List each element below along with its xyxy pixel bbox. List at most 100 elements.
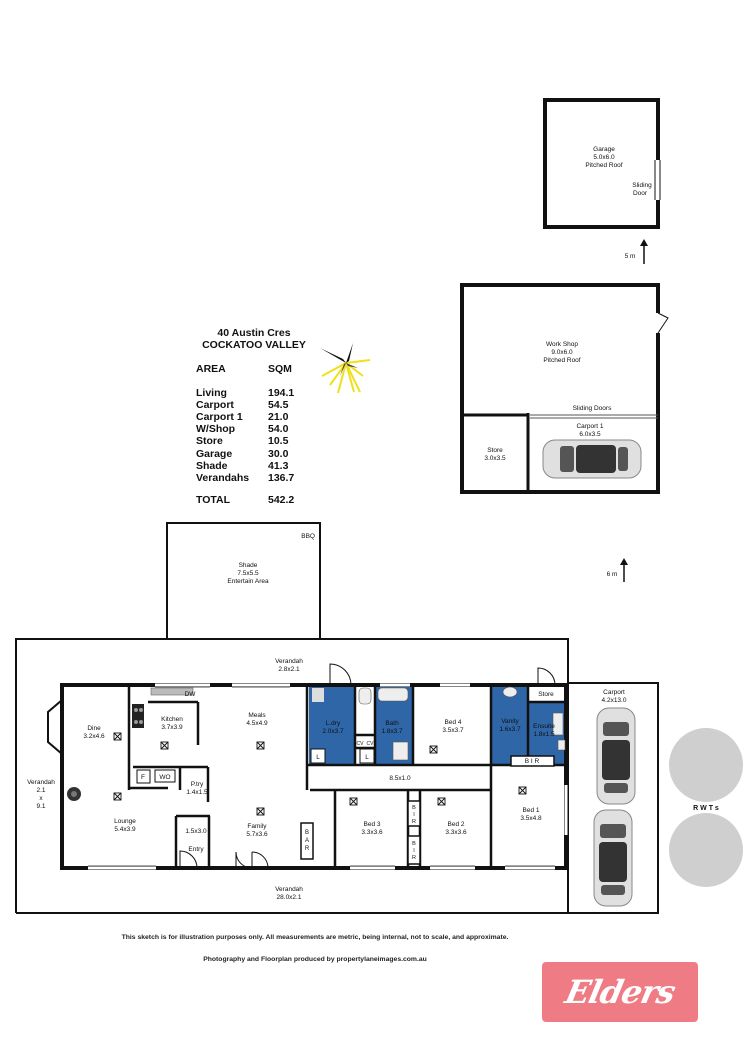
area-row-value: 136.7: [268, 471, 295, 484]
area-header: AREA SQM: [196, 363, 326, 375]
svg-text:B: B: [305, 830, 309, 836]
area-row-value: 54.0: [268, 423, 289, 436]
svg-text:A: A: [305, 838, 309, 844]
garage-door-label: Sliding: [632, 182, 652, 189]
dw-label: DW: [185, 691, 197, 698]
area-row-name: Store: [196, 435, 223, 448]
workshop-name: Work Shop: [546, 341, 578, 348]
car-icon: [593, 809, 633, 907]
area-row-name: W/Shop: [196, 423, 236, 436]
dine-dims: 3.2x4.6: [83, 733, 105, 740]
carport1-name: Carport 1: [576, 423, 603, 430]
carport: Carport 4.2x13.0: [567, 682, 659, 914]
area-total-label: TOTAL: [196, 493, 231, 506]
lounge-name: Lounge: [114, 818, 136, 825]
address-line-1: 40 Austin Cres: [217, 327, 291, 339]
bed4-dims: 3.5x3.7: [442, 727, 464, 734]
svg-text:R: R: [305, 846, 310, 852]
carport-name: Carport: [603, 689, 625, 696]
entry-name: Entry: [188, 846, 204, 853]
bir-vertical-label-2: B I R: [412, 841, 416, 861]
address-line-2: COCKATOO VALLEY: [202, 339, 306, 351]
verandah-top-dims: 2.8x2.1: [278, 666, 300, 673]
workshop-doors-label: Sliding Doors: [573, 405, 612, 412]
family-dims: 5.7x3.6: [246, 831, 268, 838]
laundry-l-label: L: [316, 754, 320, 761]
store-outbuilding-dims: 3.0x3.5: [484, 455, 506, 462]
area-row-name: Carport 1: [196, 411, 243, 424]
vanity-dims: 1.6x3.7: [499, 726, 521, 733]
bath-dims: 1.8x3.7: [381, 728, 403, 735]
area-row: Carport 1 21.0: [196, 411, 326, 423]
scale-mark-middle-label: 6 m: [607, 571, 618, 578]
area-row-name: Verandahs: [196, 471, 250, 484]
svg-text:R: R: [412, 819, 416, 825]
shade-area: BBQ Shade 7.5x5.5 Entertain Area: [166, 522, 321, 640]
verandah-side-name: Verandah: [27, 779, 55, 786]
area-row-name: Shade: [196, 459, 228, 472]
bed1-dims: 3.5x4.8: [520, 815, 542, 822]
verandah-side-l2: x: [39, 795, 43, 802]
laundry-dims: 2.0x3.7: [322, 728, 344, 735]
area-total-row: TOTAL 542.2: [196, 494, 326, 506]
scale-mark-middle: 6 m: [607, 558, 628, 582]
hall-dims: 8.5x1.0: [389, 775, 411, 782]
disclaimer: This sketch is for illustration purposes…: [121, 934, 509, 941]
area-header-name: AREA: [196, 363, 226, 375]
car-icon: [542, 439, 642, 479]
svg-text:I: I: [413, 812, 415, 818]
meals-name: Meals: [248, 712, 266, 719]
garage-name: Garage: [593, 146, 615, 153]
verandah-bottom-dims: 28.0x2.1: [277, 894, 302, 901]
bed3-name: Bed 3: [364, 821, 381, 828]
garage-note: Pitched Roof: [585, 162, 622, 169]
garage-door-label-2: Door: [633, 190, 648, 197]
svg-text:I: I: [413, 848, 415, 854]
garage-dims: 5.0x6.0: [593, 154, 615, 161]
cv-label-1: CV: [357, 741, 365, 747]
area-row-name: Living: [196, 387, 227, 400]
ensuite-name: Ensuite: [533, 723, 555, 730]
bir-vertical-label-1: B I R: [412, 805, 416, 825]
vanity-name: Vanity: [501, 718, 519, 725]
svg-text:B: B: [412, 841, 416, 847]
area-total-value: 542.2: [268, 493, 295, 506]
bar-label: B A R: [305, 830, 310, 852]
wall-oven-label: WO: [159, 774, 170, 781]
kitchen-dims: 3.7x3.9: [161, 724, 183, 731]
store-outbuilding-name: Store: [487, 447, 503, 454]
carport-dims: 4.2x13.0: [602, 697, 627, 704]
workshop-building: Work Shop 9.0x6.0 Pitched Roof Sliding D…: [460, 283, 669, 494]
vanity-floor: [491, 685, 528, 765]
svg-text:R: R: [412, 855, 416, 861]
verandah-side-l3: 9.1: [36, 803, 45, 810]
rwts-label: R W T s: [693, 805, 719, 812]
car-icon: [596, 707, 636, 805]
family-name: Family: [247, 823, 267, 830]
area-schedule: 40 Austin Cres COCKATOO VALLEY AREA SQM …: [196, 327, 326, 506]
garage: Garage 5.0x6.0 Pitched Roof Sliding Door: [543, 98, 661, 229]
pantry-dims: 1.4x1.5: [186, 789, 208, 796]
verandah-outline: Verandah 2.8x2.1 Verandah 28.0x2.1 Veran…: [15, 638, 659, 914]
entry-dims: 1.5x3.0: [185, 828, 207, 835]
lounge-dims: 5.4x3.9: [114, 826, 136, 833]
verandah-side-l1: 2.1: [36, 787, 45, 794]
bed3-dims: 3.3x3.6: [361, 829, 383, 836]
bed1-name: Bed 1: [523, 807, 540, 814]
area-row: Verandahs 136.7: [196, 472, 326, 484]
house: Dine 3.2x4.6 Kitchen 3.7x3.9 Meals 4.5x4…: [47, 663, 568, 870]
elders-logo: Elders: [542, 962, 698, 1022]
bed2-name: Bed 2: [448, 821, 465, 828]
bath-name: Bath: [385, 720, 399, 727]
kitchen-name: Kitchen: [161, 716, 183, 723]
workshop-dims: 9.0x6.0: [551, 349, 573, 356]
cv-label-2: CV: [367, 741, 375, 747]
area-row-name: Garage: [196, 447, 233, 460]
area-row-value: 21.0: [268, 411, 289, 424]
